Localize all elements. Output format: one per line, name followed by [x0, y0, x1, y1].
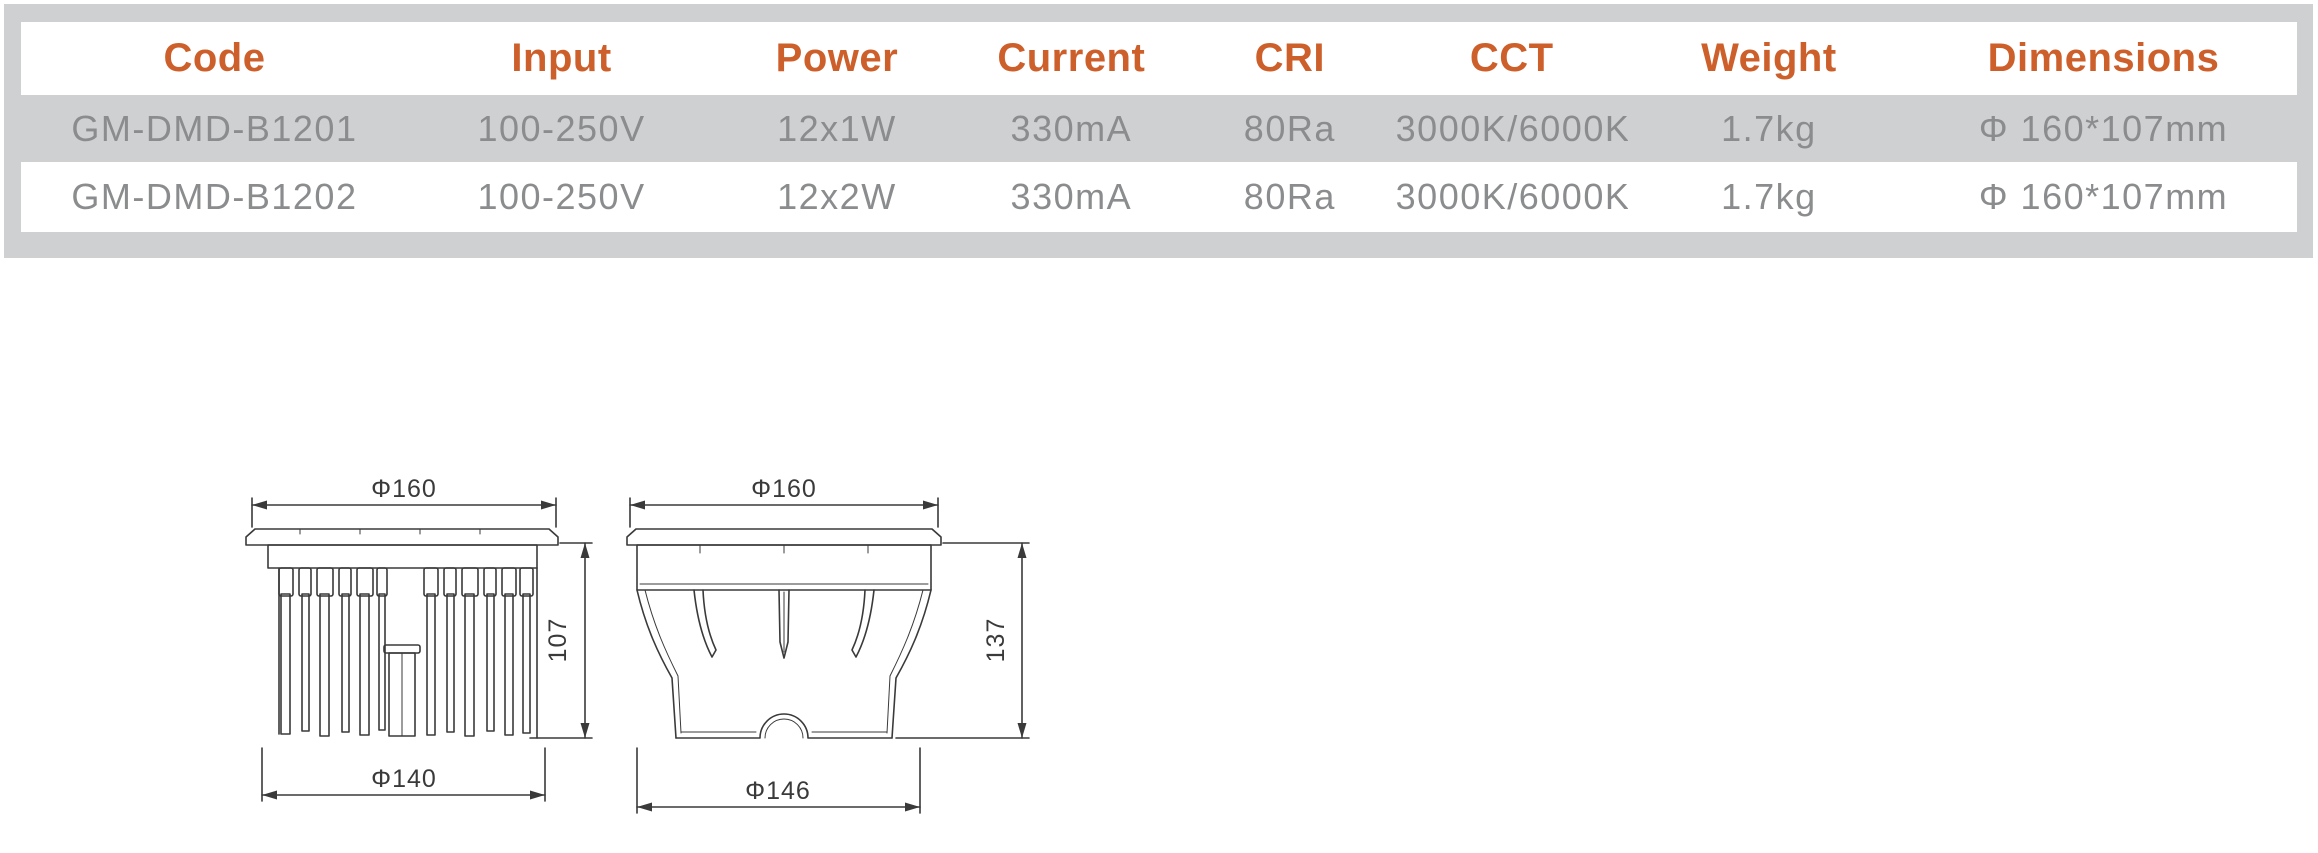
cell-weight: 1.7kg	[1721, 107, 1817, 149]
arrowhead-icon	[580, 723, 590, 738]
notch-inner-arc	[764, 718, 804, 739]
drawing-housing-view: Φ160 137	[626, 475, 1030, 814]
cell-weight: 1.7kg	[1627, 162, 1911, 232]
arrowhead-icon	[530, 790, 545, 800]
col-header-power: Power	[715, 22, 959, 95]
col-header-current: Current	[958, 22, 1184, 95]
table-row: GM-DMD-B1201 100-250V 12x1W 330mA 80Ra 3…	[21, 95, 2297, 162]
col-header-code: Code	[21, 22, 408, 95]
heatsink-walls	[278, 567, 538, 739]
arrowhead-icon	[923, 500, 938, 510]
dimension-label-height: 107	[544, 618, 572, 663]
spec-table-panel: Code Input Power Current CRI CCT Weight …	[4, 4, 2313, 258]
extension-line	[261, 747, 546, 802]
flange-outline	[245, 528, 559, 546]
arrowhead-icon	[1017, 723, 1027, 738]
dimension-label-height: 137	[982, 618, 1010, 663]
cell-dimensions: Φ 160*107mm	[1910, 162, 2297, 232]
extension-line	[251, 497, 557, 528]
cell-code: GM-DMD-B1201	[71, 107, 358, 149]
spike-center	[778, 589, 790, 659]
drawing-front-view: Φ160	[245, 475, 593, 802]
center-pillar	[383, 644, 421, 737]
arrowhead-icon	[262, 790, 277, 800]
extension-line	[629, 497, 939, 528]
arrowhead-icon	[252, 500, 267, 510]
col-header-weight: Weight	[1627, 22, 1911, 95]
cell-code: GM-DMD-B1202	[21, 162, 408, 232]
arrowhead-icon	[905, 802, 920, 812]
spec-table: Code Input Power Current CRI CCT Weight …	[21, 22, 2297, 232]
cell-cct: 3000K/6000K	[1395, 107, 1628, 149]
cell-power: 12x2W	[715, 162, 959, 232]
heatsink-fins	[280, 593, 531, 737]
col-header-dimensions: Dimensions	[1910, 22, 2297, 95]
dimension-label-top-diameter: Φ160	[751, 475, 817, 503]
spike-left	[693, 589, 717, 658]
cell-cri: 80Ra	[1243, 107, 1336, 149]
cell-input: 100-250V	[407, 162, 716, 232]
dimension-label-top-diameter: Φ160	[371, 475, 437, 503]
cell-current: 330mA	[1010, 107, 1133, 149]
extension-line	[529, 542, 593, 739]
table-row: GM-DMD-B1202 100-250V 12x2W 330mA 80Ra 3…	[21, 162, 2297, 232]
extension-line	[636, 747, 921, 814]
body-wall-right-inner	[886, 589, 924, 734]
cell-dimensions: Φ 160*107mm	[1978, 107, 2229, 149]
arrowhead-icon	[630, 500, 645, 510]
cell-current: 330mA	[958, 162, 1184, 232]
col-header-cct: CCT	[1395, 22, 1628, 95]
cell-cct: 3000K/6000K	[1395, 162, 1628, 232]
technical-drawings: Φ160	[245, 475, 1030, 814]
spike-right	[851, 589, 875, 658]
cell-cri: 80Ra	[1184, 162, 1396, 232]
body-wall-right	[891, 589, 932, 739]
body-wall-left	[636, 589, 677, 739]
cell-power: 12x1W	[777, 107, 897, 149]
arrowhead-icon	[580, 543, 590, 558]
flange-ticks	[299, 528, 481, 535]
dimension-label-bottom-diameter: Φ140	[371, 765, 437, 793]
extension-line	[895, 542, 1030, 739]
heatsink-fin-shoulders	[278, 567, 534, 597]
body-bottom-edge	[675, 713, 893, 739]
table-header-row: Code Input Power Current CRI CCT Weight …	[21, 22, 2297, 95]
col-header-input: Input	[407, 22, 716, 95]
rim-band	[267, 544, 538, 569]
rim-ticks	[699, 544, 869, 554]
arrowhead-icon	[541, 500, 556, 510]
body-wall-left-inner	[644, 589, 682, 734]
cell-input: 100-250V	[477, 107, 646, 149]
arrowhead-icon	[1017, 543, 1027, 558]
arrowhead-icon	[637, 802, 652, 812]
dimension-label-bottom-diameter: Φ146	[745, 777, 811, 805]
flange-outline	[626, 528, 942, 546]
col-header-cri: CRI	[1184, 22, 1396, 95]
